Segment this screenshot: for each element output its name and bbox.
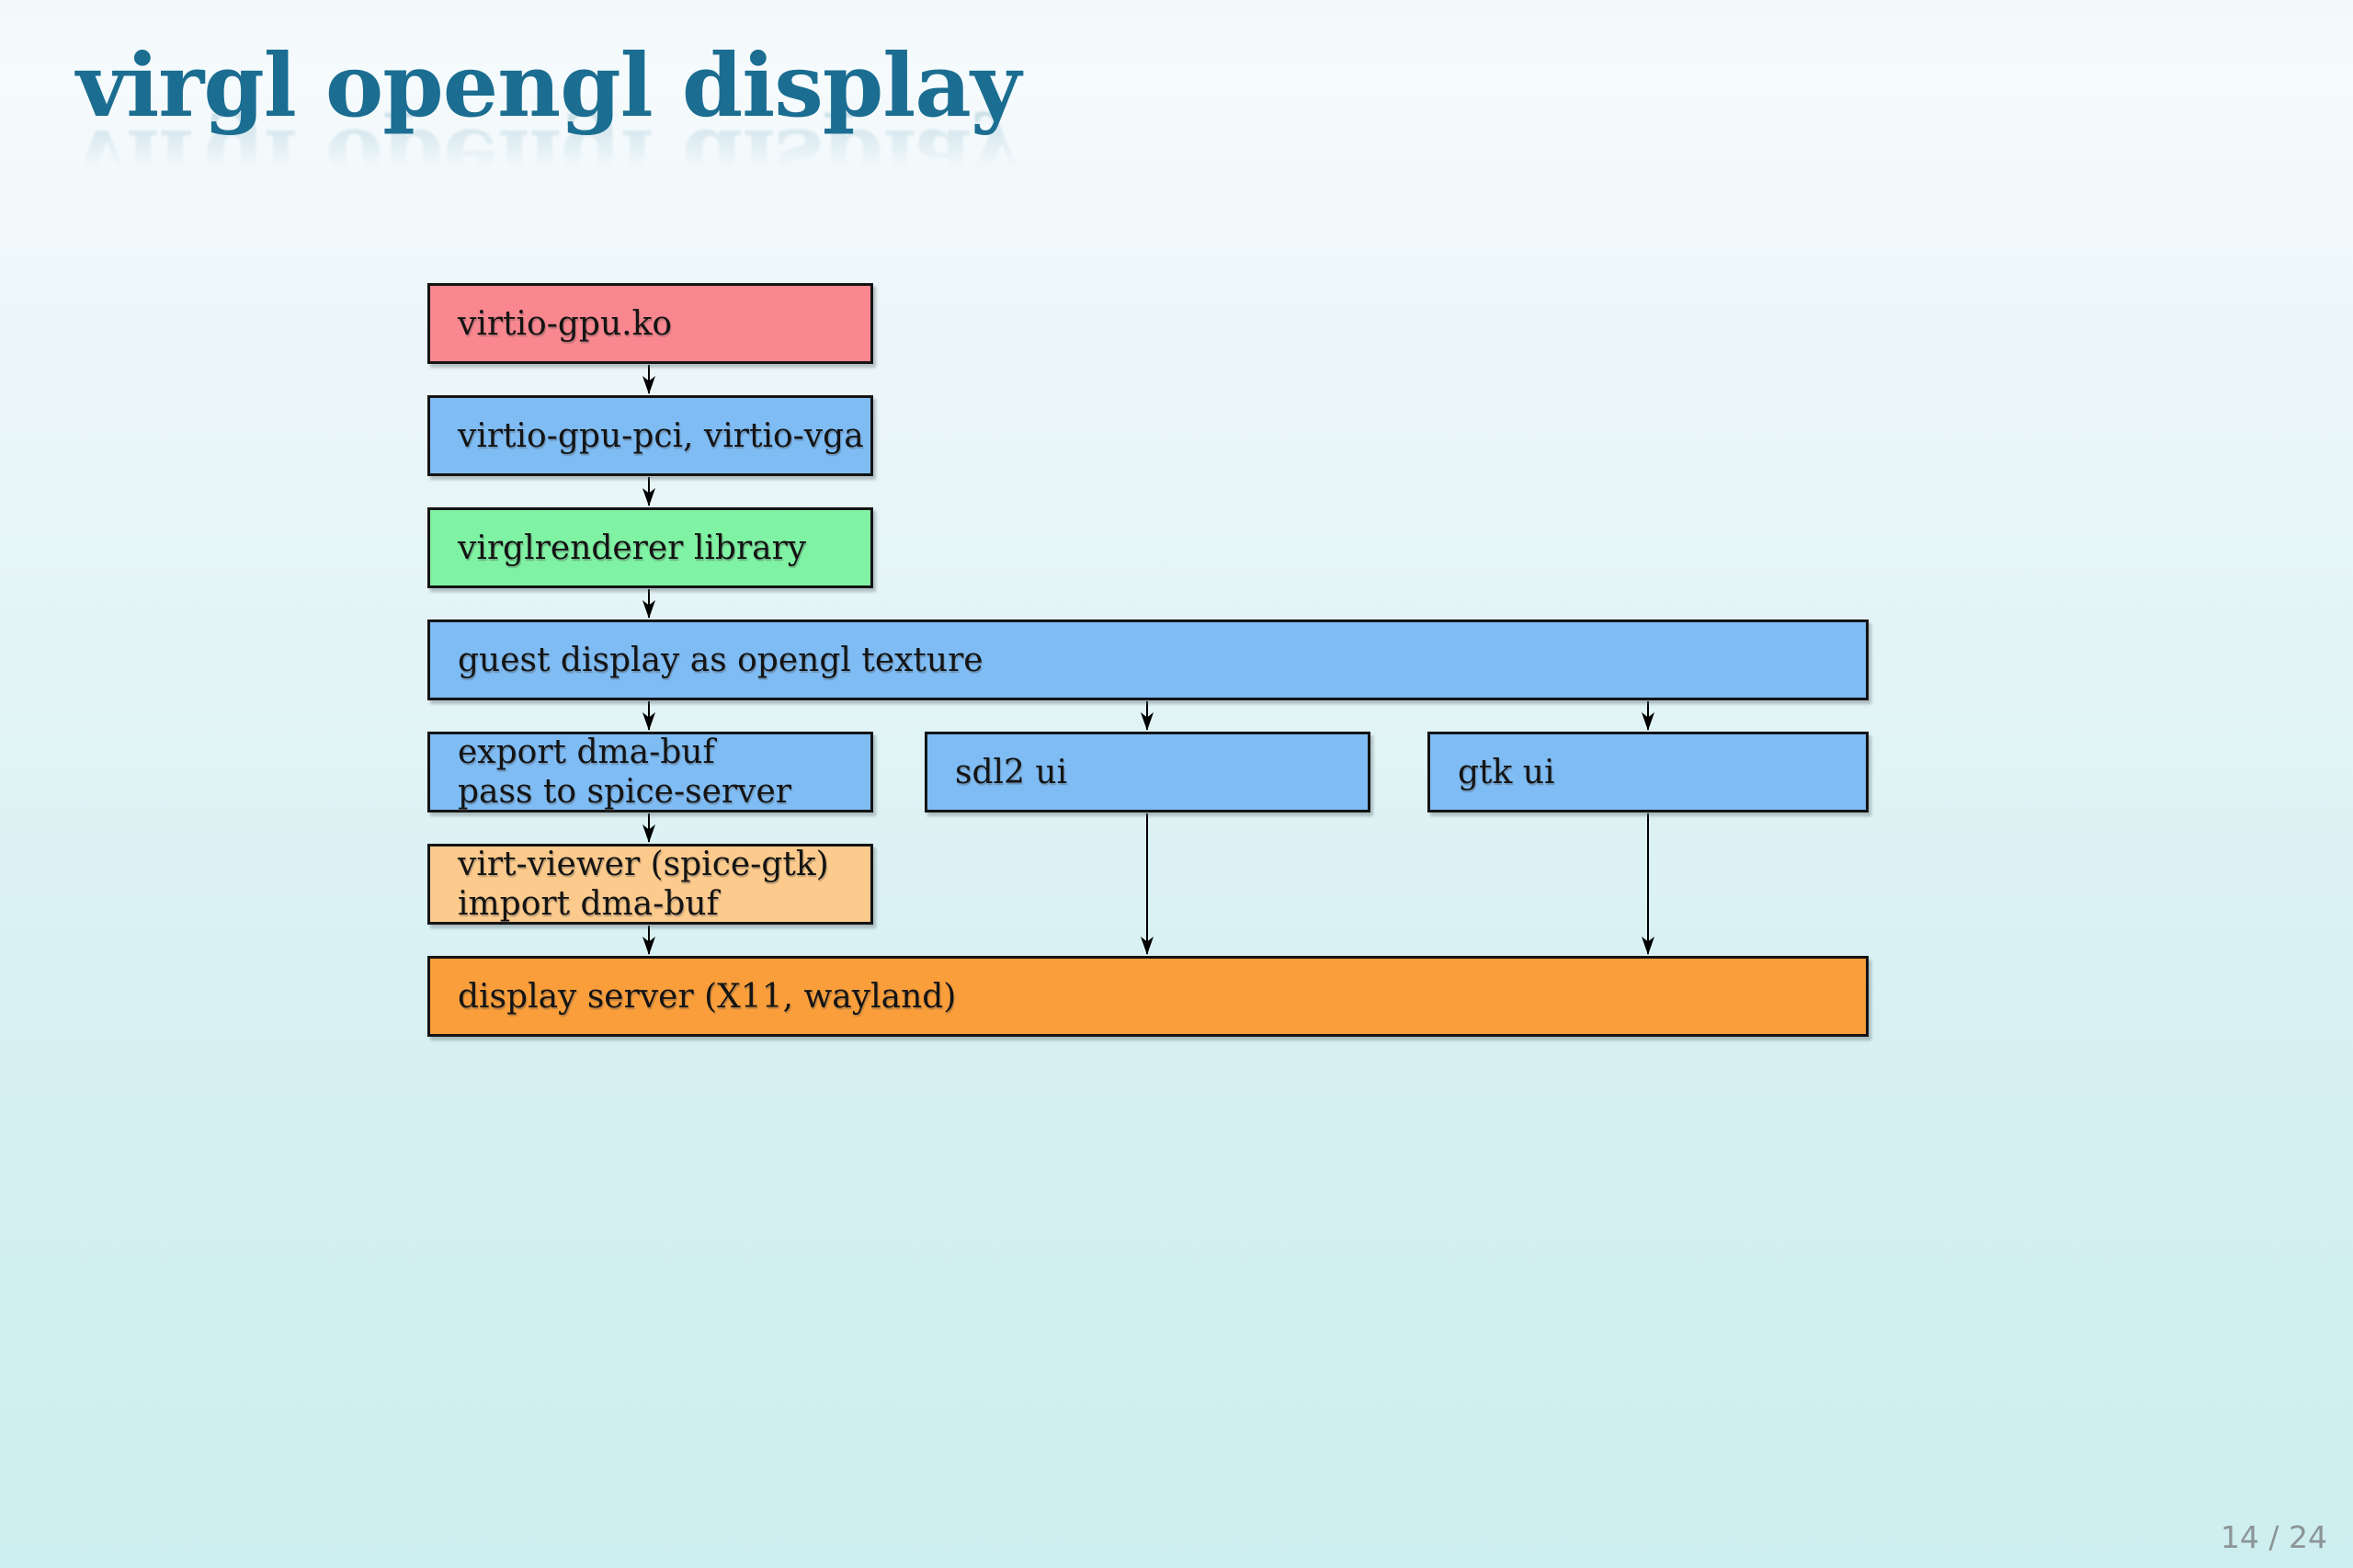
node-virglrenderer: virglrenderer library xyxy=(427,507,873,588)
node-virglrenderer-label: virglrenderer library xyxy=(458,528,807,567)
node-display-server-label: display server (X11, wayland) xyxy=(458,977,957,1016)
node-sdl2-ui-label: sdl2 ui xyxy=(955,753,1068,791)
node-sdl2-ui: sdl2 ui xyxy=(925,732,1370,812)
node-virt-viewer-label-line1: virt-viewer (spice-gtk) xyxy=(458,846,829,883)
node-virt-viewer: virt-viewer (spice-gtk) import dma-buf xyxy=(427,844,873,925)
node-virtio-gpu-pci: virtio-gpu-pci, virtio-vga xyxy=(427,395,873,476)
node-guest-display-label: guest display as opengl texture xyxy=(458,641,983,679)
node-export-dmabuf-label-line1: export dma-buf xyxy=(458,733,715,771)
node-display-server: display server (X11, wayland) xyxy=(427,956,1869,1037)
page-title-reflection: virgl opengl display xyxy=(76,108,1021,211)
node-virtio-gpu-pci-label: virtio-gpu-pci, virtio-vga xyxy=(458,416,864,455)
node-gtk-ui-label: gtk ui xyxy=(1458,753,1555,791)
page-indicator: 14 / 24 xyxy=(2220,1519,2327,1555)
node-virtio-gpu-ko: virtio-gpu.ko xyxy=(427,283,873,364)
title-block: virgl opengl display virgl opengl displa… xyxy=(76,33,1021,213)
node-guest-display: guest display as opengl texture xyxy=(427,619,1869,700)
node-export-dmabuf-label-line2: pass to spice-server xyxy=(458,773,791,811)
node-virt-viewer-label-line2: import dma-buf xyxy=(458,885,719,923)
node-export-dmabuf: export dma-buf pass to spice-server xyxy=(427,732,873,812)
node-virtio-gpu-ko-label: virtio-gpu.ko xyxy=(458,304,673,343)
page-title: virgl opengl display xyxy=(76,35,1021,137)
node-gtk-ui: gtk ui xyxy=(1427,732,1869,812)
